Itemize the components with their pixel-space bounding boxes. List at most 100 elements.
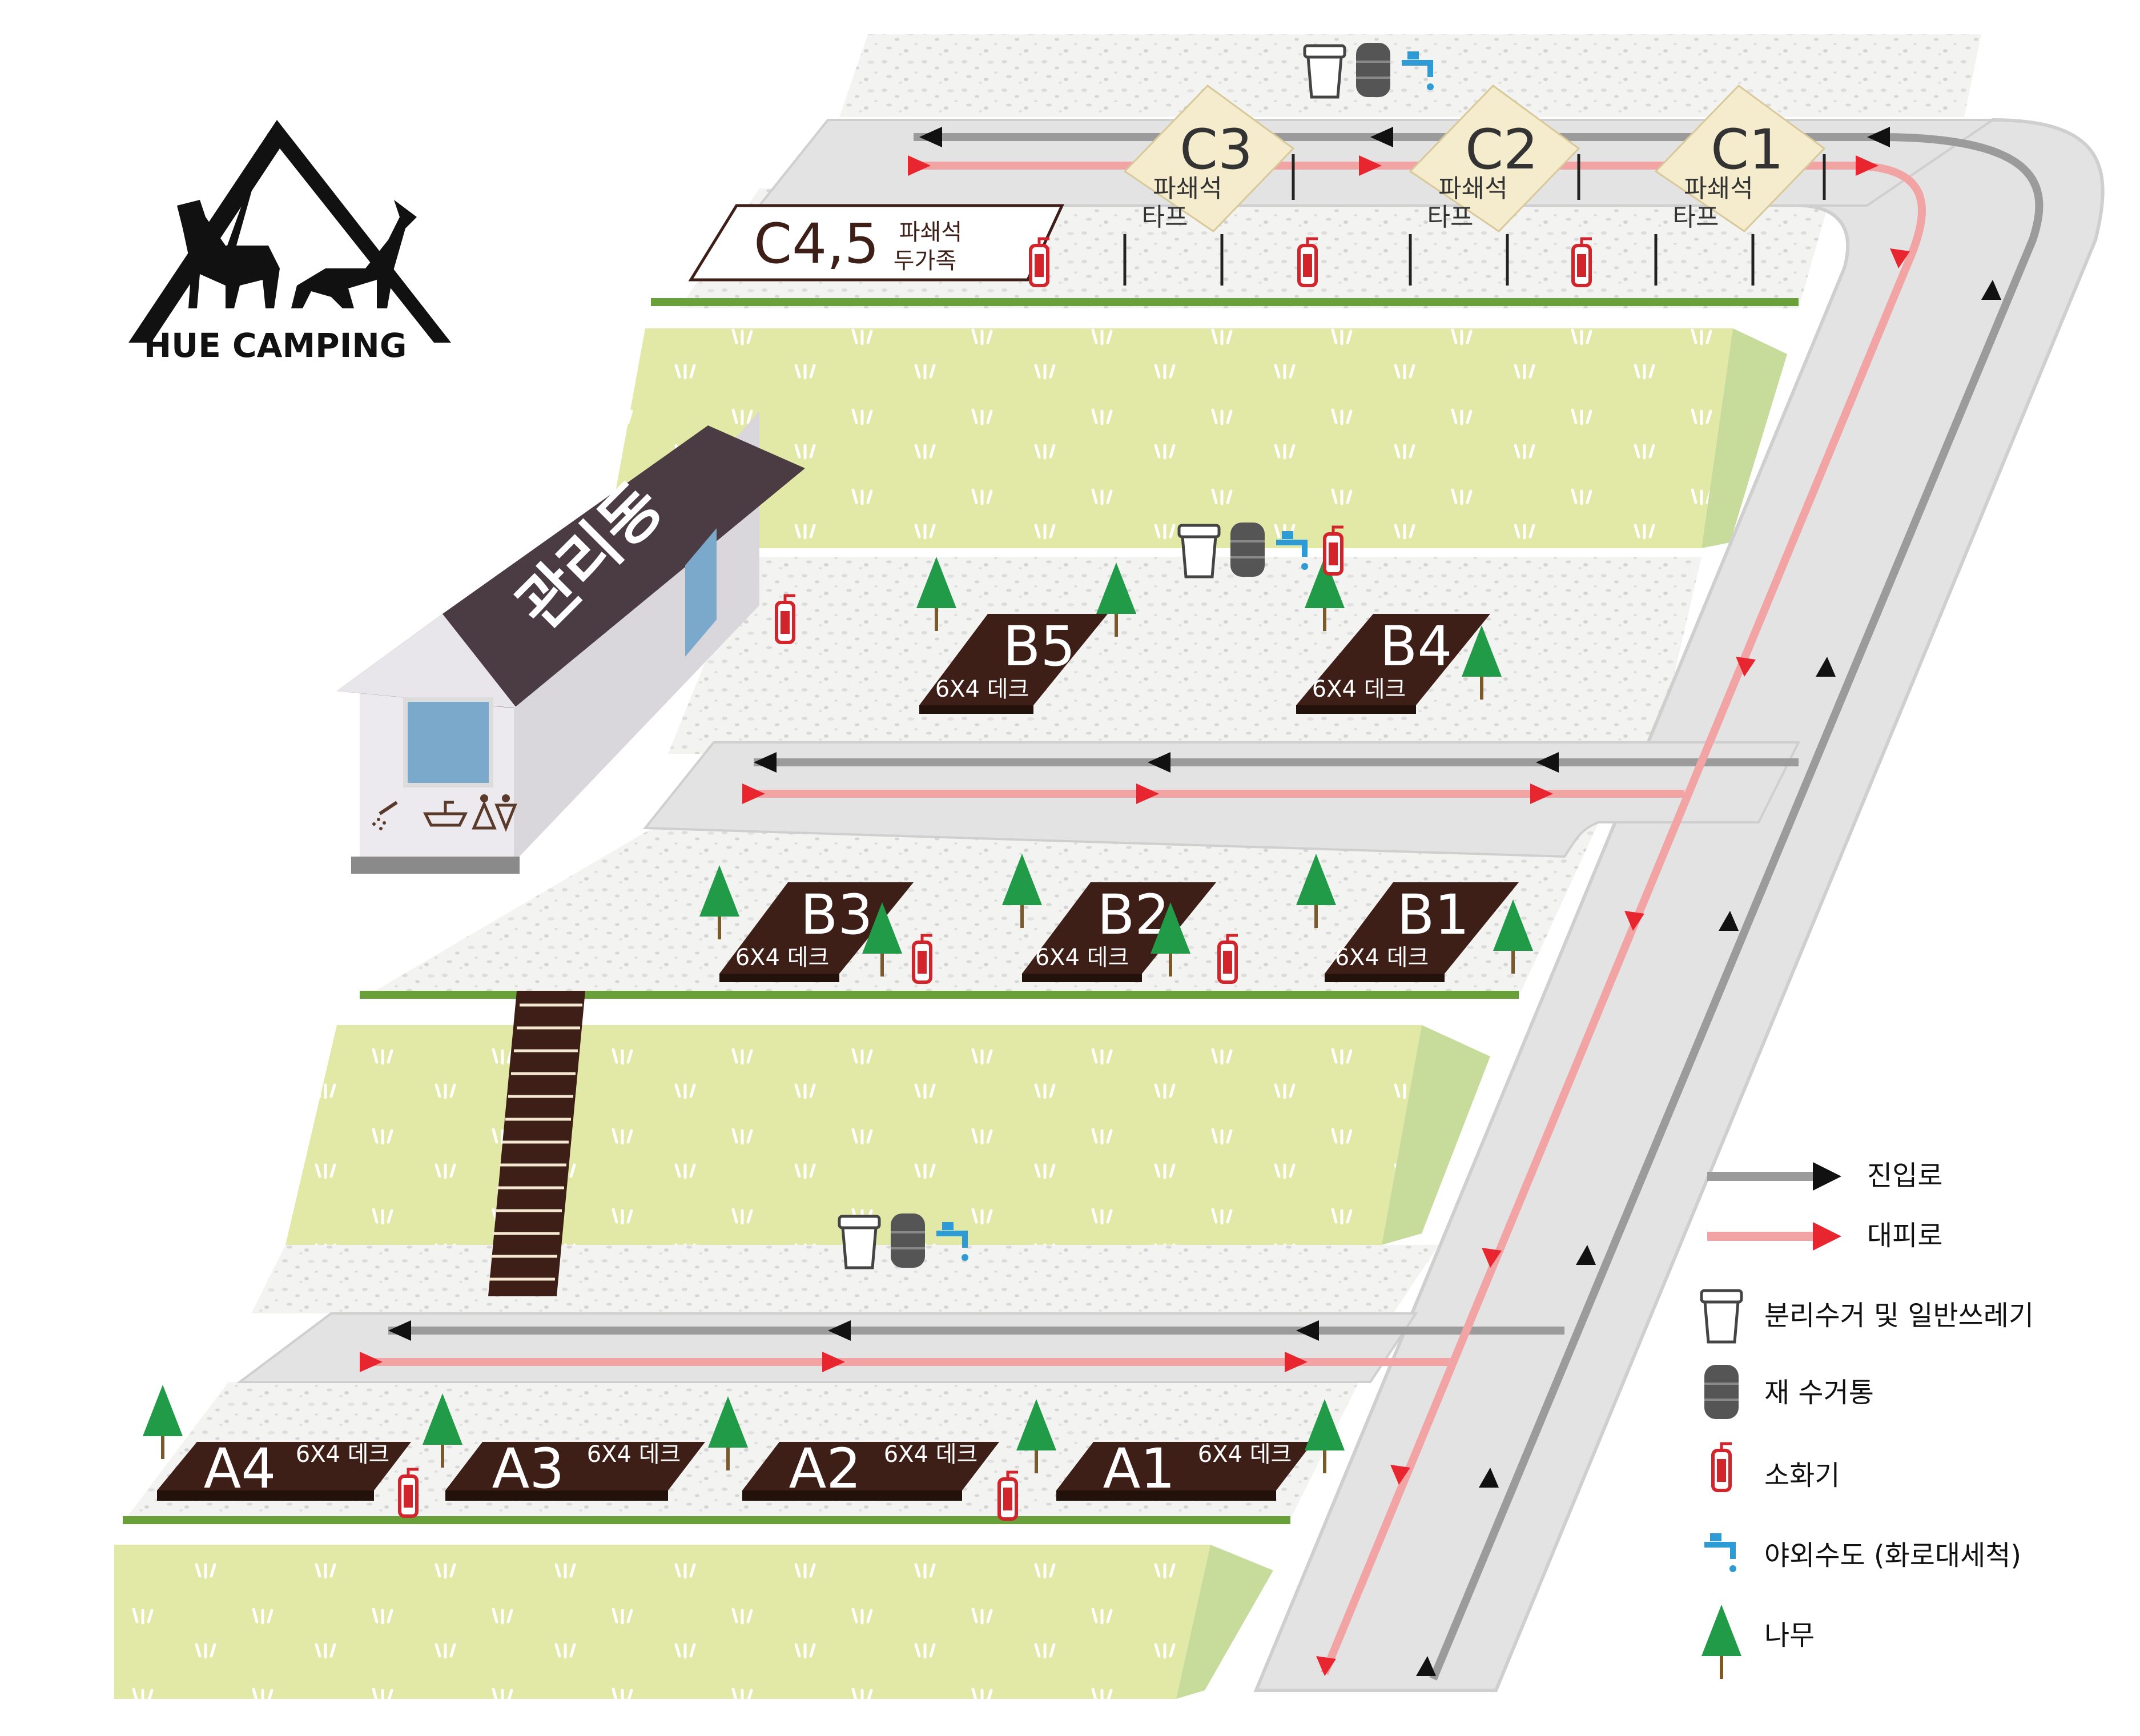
entry-arrow xyxy=(919,127,942,147)
evac-arrow xyxy=(1890,248,1910,268)
site-a4[interactable]: A4 6X4 데크 xyxy=(157,1437,411,1501)
site-a1-code: A1 xyxy=(1103,1437,1176,1501)
tree-icon xyxy=(423,1393,462,1468)
site-c1-type-2: 타프 xyxy=(1673,203,1719,232)
road-middle xyxy=(642,741,1801,858)
trash-can-icon xyxy=(1303,44,1346,99)
water-faucet-icon xyxy=(1704,1533,1736,1572)
site-c3[interactable]: C3 파쇄석 타프 xyxy=(1123,85,1295,286)
fire-extinguisher-icon xyxy=(1323,525,1343,576)
grass-slope-lower xyxy=(1176,1545,1273,1699)
building-roof-edge xyxy=(337,614,517,708)
deck-a4 xyxy=(157,1442,411,1490)
gravel-b-upper xyxy=(668,557,1701,754)
grass-field-upper-tufts xyxy=(605,328,1733,548)
site-a3-deck: 6X4 데크 xyxy=(587,1441,681,1468)
ash-bin-icon xyxy=(891,1213,925,1268)
legend: 진입로 대피로 분리수거 및 일반쓰레기 재 수거통 소화기 야외수도 (화로대… xyxy=(1700,1160,2034,1679)
site-b3-code: B3 xyxy=(801,883,873,947)
site-c2[interactable]: C2 파쇄석 타프 xyxy=(1409,85,1580,286)
tree-icon xyxy=(1305,1399,1345,1473)
site-b1-deck: 6X4 데크 xyxy=(1335,945,1429,971)
evac-arrow xyxy=(1736,657,1756,677)
site-b5-code: B5 xyxy=(1003,614,1076,678)
site-b3[interactable]: B3 6X4 데크 xyxy=(719,882,914,982)
water-faucet-icon xyxy=(936,1222,968,1261)
tree-icon xyxy=(1305,557,1345,631)
tarp-c2 xyxy=(1409,85,1580,232)
ash-bin-icon xyxy=(1356,43,1390,97)
grass-field-middle-tufts xyxy=(285,1025,1422,1245)
site-c45[interactable]: C4,5 파쇄석 두가족 xyxy=(688,204,1064,282)
legend-ash-bin-label: 재 수거통 xyxy=(1764,1377,1874,1409)
grass-edge-c xyxy=(651,298,1799,306)
entry-arrow xyxy=(1370,127,1393,147)
site-b2[interactable]: B2 6X4 데크 xyxy=(1022,882,1216,982)
evac-arrow xyxy=(1359,155,1382,176)
facilities xyxy=(398,43,1592,1521)
deck-b4 xyxy=(1296,614,1490,705)
legend-ash-bin: 재 수거통 xyxy=(1704,1365,1874,1419)
legend-entry-road: 진입로 xyxy=(1707,1160,1942,1192)
tree-icon xyxy=(1493,899,1533,974)
entry-arrow xyxy=(1719,911,1739,931)
facility-cluster-top xyxy=(1303,43,1434,99)
trees xyxy=(143,557,1533,1473)
site-c2-code: C2 xyxy=(1465,118,1538,182)
site-c1[interactable]: C1 파쇄석 타프 xyxy=(1654,85,1826,286)
site-b5[interactable]: B5 6X4 데크 xyxy=(919,614,1108,714)
site-c45-outline xyxy=(688,204,1064,282)
deck-b5 xyxy=(919,614,1108,705)
entry-arrow xyxy=(1816,657,1836,677)
evac-arrow xyxy=(1530,783,1553,804)
tree-icon xyxy=(1002,854,1042,928)
site-c1-type-1: 파쇄석 xyxy=(1684,174,1753,203)
legend-faucet-label: 야외수도 (화로대세척) xyxy=(1764,1540,2021,1572)
sink-icon xyxy=(423,801,468,827)
site-a2-code: A2 xyxy=(789,1437,862,1501)
grass-edges xyxy=(123,298,1799,1524)
entry-arrow xyxy=(1416,1656,1436,1676)
fire-extinguisher-icon xyxy=(1297,237,1318,287)
evac-arrow xyxy=(1482,1248,1502,1268)
evac-arrow xyxy=(1390,1465,1410,1485)
building-window xyxy=(403,697,493,787)
tree-icon xyxy=(708,1396,748,1470)
site-b2-deck: 6X4 데크 xyxy=(1035,945,1129,971)
site-a3[interactable]: A3 6X4 데크 xyxy=(445,1437,705,1501)
tree-icon xyxy=(1096,562,1136,637)
site-a1[interactable]: A1 6X4 데크 xyxy=(1056,1437,1313,1501)
legend-faucet: 야외수도 (화로대세척) xyxy=(1704,1533,2021,1572)
entry-arrow xyxy=(828,1320,851,1341)
building-base xyxy=(351,857,520,874)
evac-arrow xyxy=(1316,1656,1336,1676)
deck-a3 xyxy=(445,1442,705,1490)
legend-evacuation-road-label: 대피로 xyxy=(1867,1220,1942,1252)
tree-icon xyxy=(862,902,902,976)
tree-icon xyxy=(699,865,739,939)
fire-extinguisher-icon xyxy=(1029,237,1049,287)
site-c3-type-2: 타프 xyxy=(1142,203,1188,232)
facility-cluster-middle xyxy=(1177,523,1308,578)
tarp-c3 xyxy=(1123,85,1295,232)
legend-extinguisher-label: 소화기 xyxy=(1764,1460,1840,1492)
deck-b3 xyxy=(719,882,914,974)
site-a2[interactable]: A2 6X4 데크 xyxy=(742,1437,999,1501)
stairs xyxy=(488,991,585,1296)
site-c3-code: C3 xyxy=(1180,118,1253,182)
evac-arrow xyxy=(1624,911,1644,931)
legend-extinguisher: 소화기 xyxy=(1711,1442,1840,1492)
evac-arrow xyxy=(360,1352,383,1372)
evac-arrow xyxy=(1285,1352,1308,1372)
site-b4[interactable]: B4 6X4 데크 xyxy=(1296,614,1490,714)
fire-extinguisher-icon xyxy=(398,1468,419,1518)
deck-a1 xyxy=(1056,1442,1313,1490)
brand-name: HUE CAMPING xyxy=(144,326,407,365)
ash-bin-icon xyxy=(1704,1365,1739,1419)
site-c45-type-1: 파쇄석 xyxy=(899,219,962,246)
site-b1[interactable]: B1 6X4 데크 xyxy=(1325,882,1519,982)
main-road xyxy=(1253,118,2105,1692)
evac-arrow xyxy=(742,783,765,804)
